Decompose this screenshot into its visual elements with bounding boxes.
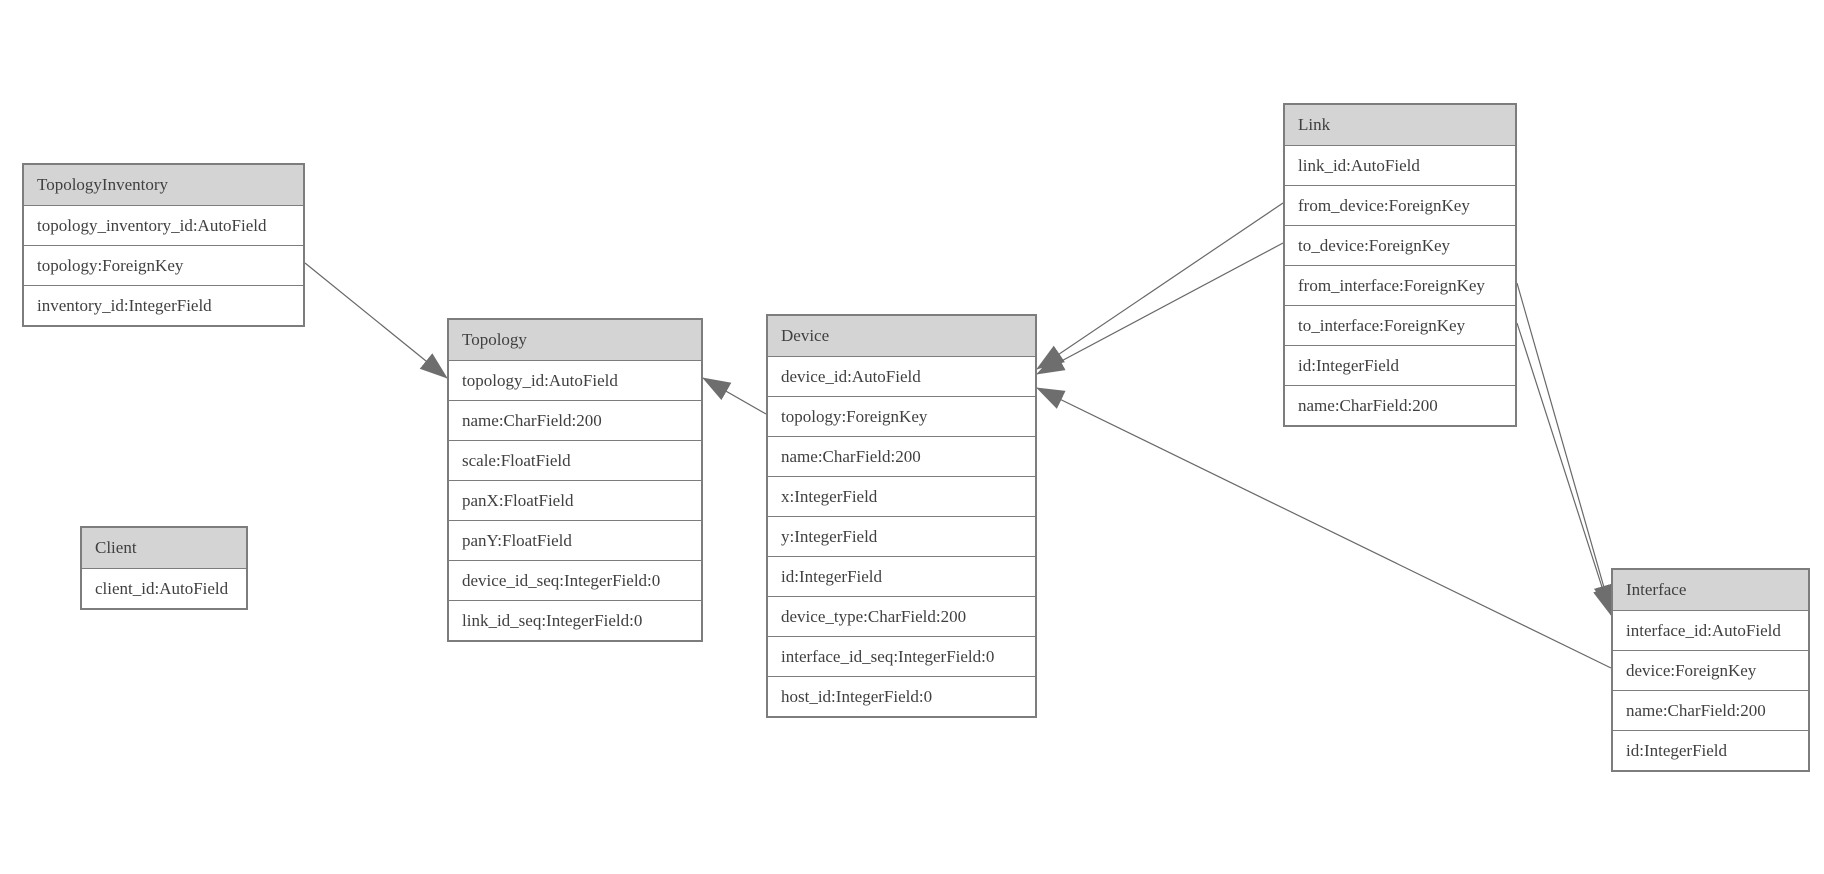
entity-field: from_device:ForeignKey bbox=[1285, 185, 1515, 225]
entity-field: client_id:AutoField bbox=[82, 568, 246, 608]
relationship-edge bbox=[1036, 387, 1612, 669]
entity-field: device:ForeignKey bbox=[1613, 650, 1808, 690]
entity-field: interface_id_seq:IntegerField:0 bbox=[768, 636, 1035, 676]
entity-field: topology_inventory_id:AutoField bbox=[24, 205, 303, 245]
entity-field: topology_id:AutoField bbox=[449, 360, 701, 400]
entity-field: to_device:ForeignKey bbox=[1285, 225, 1515, 265]
relationship-edge bbox=[1036, 202, 1284, 370]
entity-field: device_type:CharField:200 bbox=[768, 596, 1035, 636]
relationship-edge bbox=[702, 377, 767, 415]
entity-field: y:IntegerField bbox=[768, 516, 1035, 556]
entity-title: Interface bbox=[1613, 570, 1808, 610]
entity-field: interface_id:AutoField bbox=[1613, 610, 1808, 650]
entity-field: device_id:AutoField bbox=[768, 356, 1035, 396]
entity-title: Client bbox=[82, 528, 246, 568]
entity-field: name:CharField:200 bbox=[1285, 385, 1515, 425]
entity-field: scale:FloatField bbox=[449, 440, 701, 480]
entity-field: topology:ForeignKey bbox=[24, 245, 303, 285]
entity-field: id:IntegerField bbox=[1285, 345, 1515, 385]
entity-field: panY:FloatField bbox=[449, 520, 701, 560]
entity-field: name:CharField:200 bbox=[768, 436, 1035, 476]
entity-field: id:IntegerField bbox=[768, 556, 1035, 596]
relationship-edge bbox=[1516, 282, 1614, 613]
entity-field: name:CharField:200 bbox=[1613, 690, 1808, 730]
entity-field: topology:ForeignKey bbox=[768, 396, 1035, 436]
entity-field: from_interface:ForeignKey bbox=[1285, 265, 1515, 305]
entity-field: inventory_id:IntegerField bbox=[24, 285, 303, 325]
entity-field: id:IntegerField bbox=[1613, 730, 1808, 770]
relationship-edge bbox=[1036, 242, 1284, 375]
entity-title: Topology bbox=[449, 320, 701, 360]
entity-field: device_id_seq:IntegerField:0 bbox=[449, 560, 701, 600]
entity-title: Device bbox=[768, 316, 1035, 356]
entity-title: TopologyInventory bbox=[24, 165, 303, 205]
entity-field: host_id:IntegerField:0 bbox=[768, 676, 1035, 716]
relationship-edge bbox=[1516, 322, 1613, 616]
entity-field: link_id_seq:IntegerField:0 bbox=[449, 600, 701, 640]
entity-field: name:CharField:200 bbox=[449, 400, 701, 440]
relationship-edge bbox=[304, 262, 448, 379]
entity-field: panX:FloatField bbox=[449, 480, 701, 520]
entity-field: x:IntegerField bbox=[768, 476, 1035, 516]
entity-title: Link bbox=[1285, 105, 1515, 145]
entity-field: link_id:AutoField bbox=[1285, 145, 1515, 185]
entity-field: to_interface:ForeignKey bbox=[1285, 305, 1515, 345]
